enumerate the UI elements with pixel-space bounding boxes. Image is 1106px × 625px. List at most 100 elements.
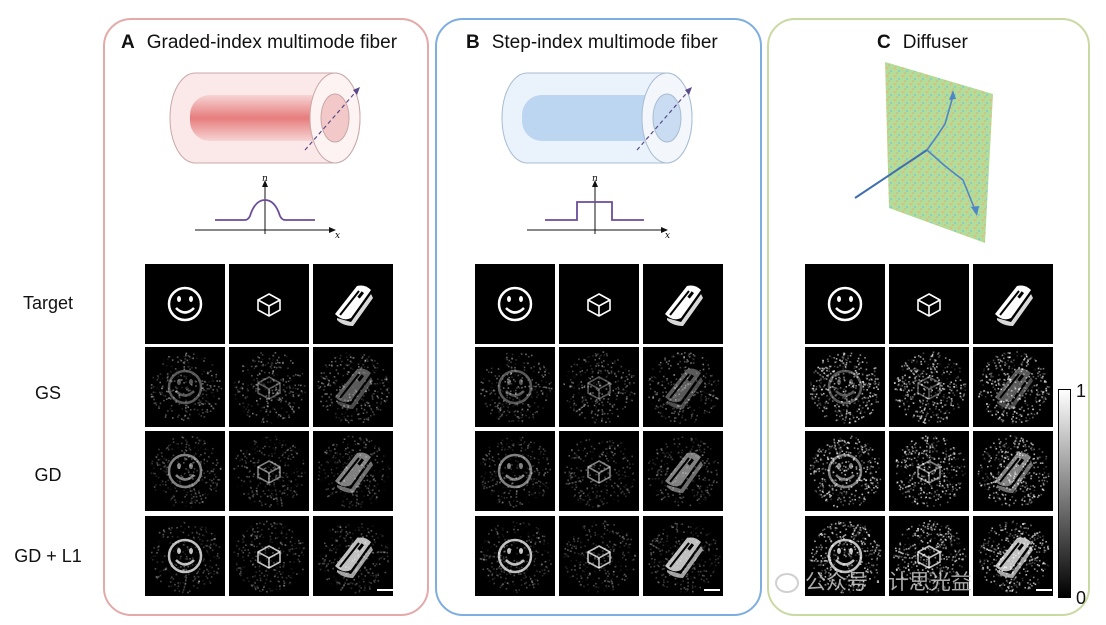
intensity-colorbar: [1058, 389, 1071, 598]
tile-b-gs-smiley: [475, 347, 555, 427]
smiley-image: [827, 286, 863, 322]
diffuser-illustration: [854, 62, 993, 243]
tile-b-gd-l1-smiley: [475, 516, 555, 596]
panel-c-letter: C: [877, 32, 891, 53]
cube-image: [917, 293, 941, 317]
book-image: [647, 436, 719, 507]
cube-image: [257, 293, 281, 317]
smiley-image: [497, 286, 533, 322]
row-label-target: Target: [22, 293, 74, 313]
tile-a-gs-cube: [229, 347, 309, 427]
panel-a-letter: A: [121, 32, 135, 53]
tile-b-gs-book: [643, 347, 723, 427]
book-image: [318, 523, 390, 594]
tile-a-target-cube: [229, 264, 309, 344]
graded-axis-x: x: [335, 231, 340, 238]
cube-image: [233, 352, 306, 424]
book-image: [977, 435, 1050, 507]
smiley-image: [150, 352, 223, 421]
tile-a-gs-smiley: [145, 347, 225, 427]
tile-c-gs-book: [973, 347, 1053, 427]
step-axis-x: x: [665, 231, 670, 238]
watermark-text: 公众号 · 计思光益: [805, 570, 973, 594]
step-axis-n: n: [592, 174, 598, 184]
cube-image: [563, 351, 636, 424]
tile-c-target-smiley: [805, 264, 885, 344]
smiley-image: [167, 286, 203, 322]
tile-a-gd-cube: [229, 431, 309, 511]
tile-a-gd-book: [313, 431, 393, 511]
smiley-image: [480, 352, 553, 424]
cube-image: [564, 439, 635, 508]
cube-image: [893, 351, 967, 424]
tile-a-target-smiley: [145, 264, 225, 344]
scale-bar-a: [377, 589, 393, 591]
panel-a-title: A Graded-index multimode fiber: [121, 32, 397, 54]
tile-b-target-cube: [559, 264, 639, 344]
book-image: [648, 352, 720, 424]
book-image: [978, 351, 1050, 424]
tile-c-target-cube: [889, 264, 969, 344]
tile-a-gd-l1-smiley: [145, 516, 225, 596]
row-label-gs: GS: [34, 383, 61, 403]
tile-c-gs-smiley: [805, 347, 885, 427]
tile-c-gs-cube: [889, 347, 969, 427]
book-image: [317, 435, 391, 508]
tile-a-gd-l1-book: [313, 516, 393, 596]
colorbar-min-label: 0: [1076, 588, 1087, 608]
watermark: 公众号 · 计思光益: [775, 566, 972, 596]
tile-b-gd-l1-cube: [559, 516, 639, 596]
step-index-profile: n x: [527, 174, 670, 238]
smiley-image: [150, 520, 221, 594]
tile-c-gd-l1-book: [973, 516, 1053, 596]
panel-b-title: B Step-index multimode fiber: [466, 32, 718, 54]
tile-a-gs-book: [313, 347, 393, 427]
smiley-image: [479, 521, 552, 593]
book-image: [665, 285, 703, 326]
graded-index-fiber-illustration: [169, 72, 361, 164]
scale-bar-c: [1036, 589, 1052, 591]
panel-b-title-text: Step-index multimode fiber: [491, 32, 718, 53]
step-index-fiber-illustration: [501, 72, 693, 164]
tile-a-gd-l1-cube: [229, 516, 309, 596]
tile-b-gs-cube: [559, 347, 639, 427]
smiley-image: [810, 352, 880, 424]
panel-a-title-text: Graded-index multimode fiber: [146, 32, 398, 53]
tile-b-gd-book: [643, 431, 723, 511]
row-label-gd: GD: [34, 465, 62, 485]
colorbar-max-label: 1: [1076, 381, 1087, 401]
smiley-image: [480, 436, 551, 508]
tile-b-gd-l1-book: [643, 516, 723, 596]
smiley-image: [809, 435, 882, 508]
tile-a-gd-smiley: [145, 431, 225, 511]
tile-c-gd-l1-cube: [889, 516, 969, 596]
cube-image: [893, 520, 967, 594]
tile-b-target-smiley: [475, 264, 555, 344]
tile-b-gd-cube: [559, 431, 639, 511]
tile-b-gd-smiley: [475, 431, 555, 511]
tile-c-gd-book: [973, 431, 1053, 511]
tile-c-gd-l1-smiley: [805, 516, 885, 596]
book-image: [995, 285, 1033, 326]
cube-image: [895, 435, 966, 508]
smiley-image: [809, 521, 882, 594]
cube-image: [233, 435, 306, 508]
panel-b-letter: B: [466, 32, 480, 53]
scale-bar-b: [704, 589, 720, 591]
book-image: [335, 285, 373, 326]
panel-c-title-text: Diffuser: [902, 32, 968, 53]
tile-a-target-book: [313, 264, 393, 344]
wechat-icon: [775, 573, 799, 593]
row-label-gd-l1: GD + L1: [14, 546, 82, 566]
tile-c-gd-cube: [889, 431, 969, 511]
book-image: [317, 352, 390, 424]
cube-image: [587, 293, 611, 317]
panel-c-title: C Diffuser: [877, 32, 968, 54]
cube-image: [233, 520, 305, 593]
tile-b-target-book: [643, 264, 723, 344]
tile-c-target-book: [973, 264, 1053, 344]
book-image: [978, 520, 1050, 594]
graded-axis-n: n: [262, 174, 268, 184]
tile-c-gd-smiley: [805, 431, 885, 511]
cube-image: [563, 520, 637, 593]
